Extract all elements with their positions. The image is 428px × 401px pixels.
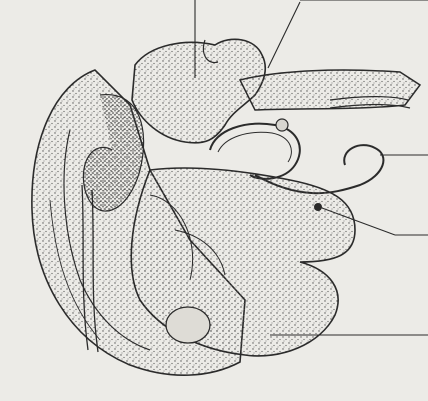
bottom-cavity bbox=[166, 307, 210, 343]
elongated-ridge bbox=[240, 70, 420, 110]
dark-spot bbox=[314, 203, 322, 211]
